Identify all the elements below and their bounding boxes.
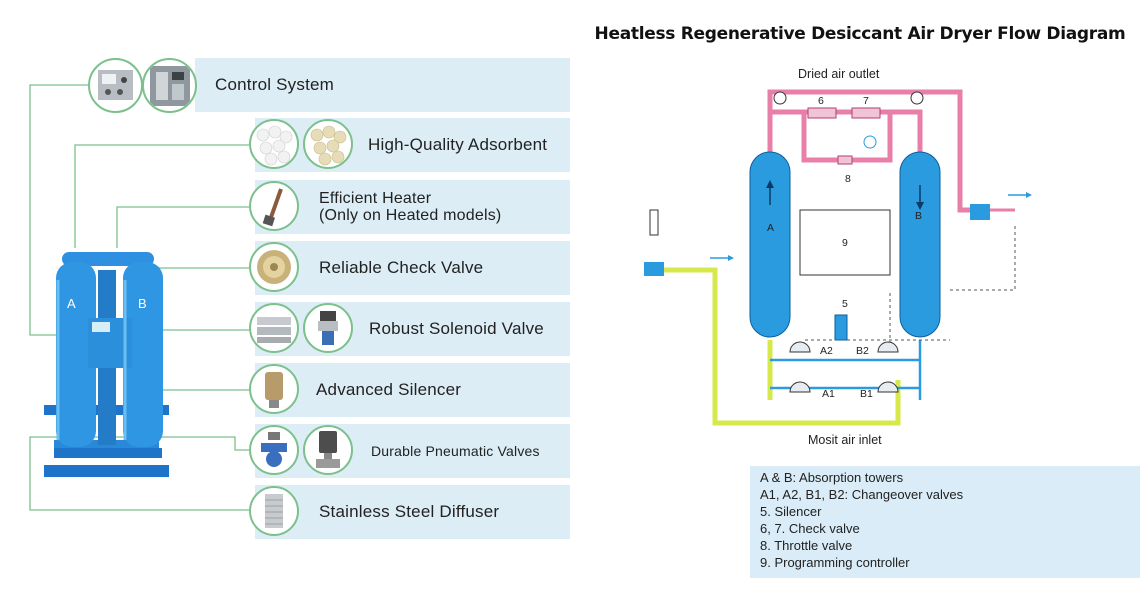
check-valve-6-number: 6 (818, 95, 824, 107)
legend-item: A & B: Absorption towers (760, 470, 904, 485)
dryer-photo-tower-b-label: B (138, 296, 147, 311)
tower-b-label: B (915, 210, 923, 222)
silencer-number: 5 (842, 298, 848, 310)
feature-label-silencer: Advanced Silencer (316, 380, 462, 399)
legend-box: A & B: Absorption towers A1, A2, B1, B2:… (750, 466, 1140, 578)
tower-b (899, 151, 941, 338)
legend-item: A1, A2, B1, B2: Changeover valves (760, 487, 964, 502)
legend-item: 8. Throttle valve (760, 538, 853, 553)
inlet-pipes (660, 267, 901, 426)
pneumatic-valve-blue-icon (249, 425, 299, 475)
throttle-valve-icon (837, 155, 853, 165)
inlet-label: Mosit air inlet (808, 433, 882, 447)
pneumatic-valve-gray-icon (303, 425, 353, 475)
feature-row-check-valve (255, 241, 570, 295)
check-valve-7-number: 7 (863, 95, 869, 107)
feature-row-control-system (195, 58, 570, 112)
check-valve-7-icon (851, 107, 881, 119)
diffuser-icon (249, 486, 299, 536)
valve-b2-label: B2 (856, 345, 869, 357)
feature-label-diffuser: Stainless Steel Diffuser (319, 502, 500, 521)
solenoid-valve-set-icon (249, 303, 299, 353)
feature-label-adsorbent: High-Quality Adsorbent (368, 135, 548, 154)
inlet-filter-icon (649, 209, 659, 236)
solenoid-valve-icon (303, 303, 353, 353)
tower-a-label: A (767, 222, 775, 234)
outlet-label: Dried air outlet (798, 67, 880, 81)
programming-controller (799, 209, 891, 276)
feature-label-heater: Efficient Heater (Only on Heated models) (319, 190, 502, 224)
feature-row-heater (255, 180, 570, 234)
control-cabinet-icon (142, 58, 197, 113)
tower-a (749, 151, 791, 338)
gauge-left-icon (773, 91, 787, 105)
feature-label-check-valve: Reliable Check Valve (319, 258, 484, 277)
silencer-icon (249, 364, 299, 414)
silencer-icon (834, 314, 848, 341)
inlet-valve-icon (644, 262, 664, 276)
gauge-right-icon (910, 91, 924, 105)
white-beads-icon (249, 119, 299, 169)
valve-b1-label: B1 (860, 388, 873, 400)
check-valve-6-icon (807, 107, 837, 119)
yellow-beads-icon (303, 119, 353, 169)
controller-number: 9 (842, 237, 848, 249)
valve-a1-label: A1 (822, 388, 835, 400)
valve-a2-label: A2 (820, 345, 833, 357)
feature-row-silencer (255, 363, 570, 417)
dryer-photo-tower-a-label: A (67, 296, 76, 311)
check-valve-icon (249, 242, 299, 292)
feature-label-control-system: Control System (215, 75, 335, 94)
flow-diagram (644, 89, 1032, 426)
dryer-photo (44, 252, 169, 477)
legend-item: 5. Silencer (760, 504, 822, 519)
control-lines (805, 225, 1016, 345)
feature-label-solenoid-valve: Robust Solenoid Valve (369, 319, 544, 338)
diagram-title: Heatless Regenerative Desiccant Air Drye… (594, 24, 1126, 44)
legend-item: 6, 7. Check valve (760, 521, 860, 536)
heater-rod-icon (249, 181, 299, 231)
outlet-valve-icon (970, 204, 990, 220)
legend-item: 9. Programming controller (760, 555, 910, 570)
gauge-center-icon (863, 135, 877, 149)
feature-label-pneumatic-valves: Durable Pneumatic Valves (371, 443, 540, 459)
features-panel: Control System High-Quality Adsorbent Ef… (29, 58, 570, 539)
feature-row-diffuser (255, 485, 570, 539)
changeover-valves (789, 341, 899, 393)
throttle-number: 8 (845, 173, 851, 185)
